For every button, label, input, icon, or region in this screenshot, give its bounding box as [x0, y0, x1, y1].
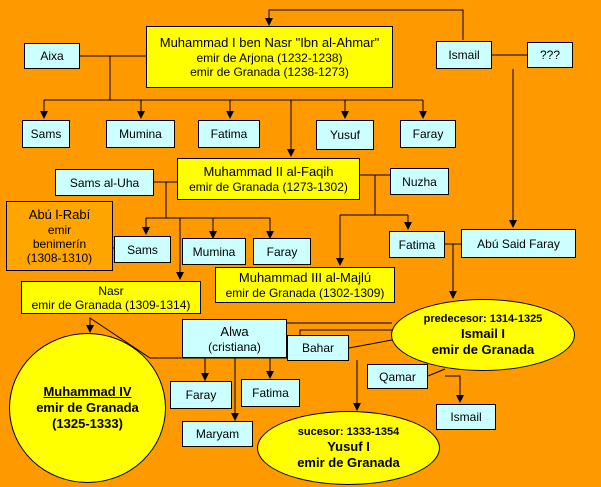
line-bahar-ismail1: [348, 339, 393, 349]
node-ismail2: Ismail: [436, 404, 496, 430]
ismail2-label: Ismail: [450, 410, 482, 424]
abu-said-label: Abú Said Faray: [477, 236, 560, 251]
node-fatima1: Fatima: [198, 120, 260, 148]
muhammad3-title: emir de Granada (1302-1309): [225, 286, 385, 300]
node-faray3: Faray: [170, 381, 232, 409]
node-ismail1: predecesor: 1314-1325 Ismail I emir de G…: [391, 299, 575, 371]
sams-uha-label: Sams al-Uha: [69, 175, 140, 190]
alwa-name: Alwa: [220, 323, 249, 339]
abu-rabi-title2: benimerín: [32, 237, 87, 251]
node-muhammad4: Muhammad IV emir de Granada (1325-1333): [9, 333, 166, 483]
node-fatima3: Fatima: [241, 379, 300, 407]
node-abu-rabi: Abú l-Rabí emir benimerín (1308-1310): [6, 201, 113, 271]
fatima3-label: Fatima: [252, 386, 289, 400]
node-maryam: Maryam: [182, 421, 253, 447]
ismail1-role: predecesor: 1314-1325: [423, 312, 543, 325]
node-bahar: Bahar: [287, 335, 349, 361]
node-alwa: Alwa (cristiana): [182, 319, 287, 358]
node-yusuf-i: sucesor: 1333-1354 Yusuf I emir de Grana…: [257, 411, 440, 485]
faray1-label: Faray: [412, 127, 444, 141]
line-to-muhammad4: [86, 317, 393, 359]
mumina1-label: Mumina: [119, 127, 162, 141]
ismail1-name: Ismail I: [460, 325, 506, 341]
nuzha-label: Nuzha: [402, 174, 437, 189]
maryam-label: Maryam: [195, 427, 240, 441]
abu-rabi-title1: emir: [47, 223, 72, 237]
muhammad4-years: (1325-1333): [52, 416, 123, 431]
node-ismail-top: Ismail: [436, 41, 492, 69]
node-sams1: Sams: [22, 120, 70, 148]
node-muhammad1: Muhammad I ben Nasr "Ibn al-Ahmar" emir …: [146, 26, 393, 88]
ismail1-title: emir de Granada: [431, 341, 535, 357]
node-unknown: ???: [527, 42, 573, 68]
muhammad1-name: Muhammad I ben Nasr "Ibn al-Ahmar": [159, 35, 380, 50]
line-ismail-to-muhammad1: [265, 9, 464, 40]
muhammad1-title1: emir de Arjona (1232-1238): [196, 51, 343, 65]
aixa-label: Aixa: [40, 49, 64, 63]
node-nuzha: Nuzha: [390, 168, 449, 195]
node-faray2: Faray: [253, 238, 311, 265]
faray3-label: Faray: [185, 388, 217, 402]
muhammad4-title: emir de Granada: [36, 400, 139, 415]
muhammad2-title: emir de Granada (1273-1302): [189, 180, 348, 194]
line-qamar-ismail1: [427, 368, 446, 377]
ismail-top-label: Ismail: [448, 48, 480, 62]
node-yusuf1: Yusuf: [316, 120, 374, 150]
yusuf-i-role: sucesor: 1333-1354: [297, 425, 400, 438]
muhammad3-name: Muhammad III al-Majlú: [238, 270, 372, 285]
mumina2-label: Mumina: [192, 244, 236, 259]
fatima1-label: Fatima: [210, 127, 248, 141]
faray2-label: Faray: [266, 244, 298, 259]
node-abu-said: Abú Said Faray: [461, 229, 576, 258]
node-qamar: Qamar: [367, 364, 428, 389]
node-nasr: Nasr emir de Granada (1309-1314): [21, 281, 201, 314]
node-fatima2: Fatima: [389, 231, 445, 258]
abu-rabi-name: Abú l-Rabí: [28, 207, 91, 222]
nasr-name: Nasr: [98, 283, 124, 298]
line-to-nasr: [166, 217, 184, 280]
sams2-label: Sams: [127, 242, 158, 257]
line-to-ismail2: [445, 375, 464, 403]
node-aixa: Aixa: [24, 43, 80, 69]
yusuf-i-name: Yusuf I: [327, 438, 370, 454]
muhammad2-name: Muhammad II al-Faqih: [203, 164, 334, 179]
qamar-label: Qamar: [379, 369, 416, 384]
node-mumina1: Mumina: [106, 120, 175, 148]
muhammad1-title2: emir de Granada (1238-1273): [190, 65, 349, 79]
alwa-note: (cristiana): [208, 339, 261, 354]
bahar-label: Bahar: [301, 341, 335, 355]
yusuf1-label: Yusuf: [329, 128, 361, 142]
node-faray1: Faray: [400, 120, 456, 148]
fatima2-label: Fatima: [398, 237, 436, 252]
unknown-label: ???: [539, 48, 561, 62]
muhammad4-name: Muhammad IV: [43, 384, 132, 399]
yusuf-i-title: emir de Granada: [297, 454, 400, 470]
sams1-label: Sams: [30, 127, 62, 141]
node-sams-uha: Sams al-Uha: [55, 169, 154, 196]
node-mumina2: Mumina: [182, 238, 246, 265]
node-muhammad2: Muhammad II al-Faqih emir de Granada (12…: [177, 158, 360, 200]
node-sams2: Sams: [114, 236, 171, 263]
abu-rabi-years: (1308-1310): [26, 251, 93, 265]
node-muhammad3: Muhammad III al-Majlú emir de Granada (1…: [215, 267, 395, 303]
nasr-title: emir de Granada (1309-1314): [31, 297, 191, 312]
